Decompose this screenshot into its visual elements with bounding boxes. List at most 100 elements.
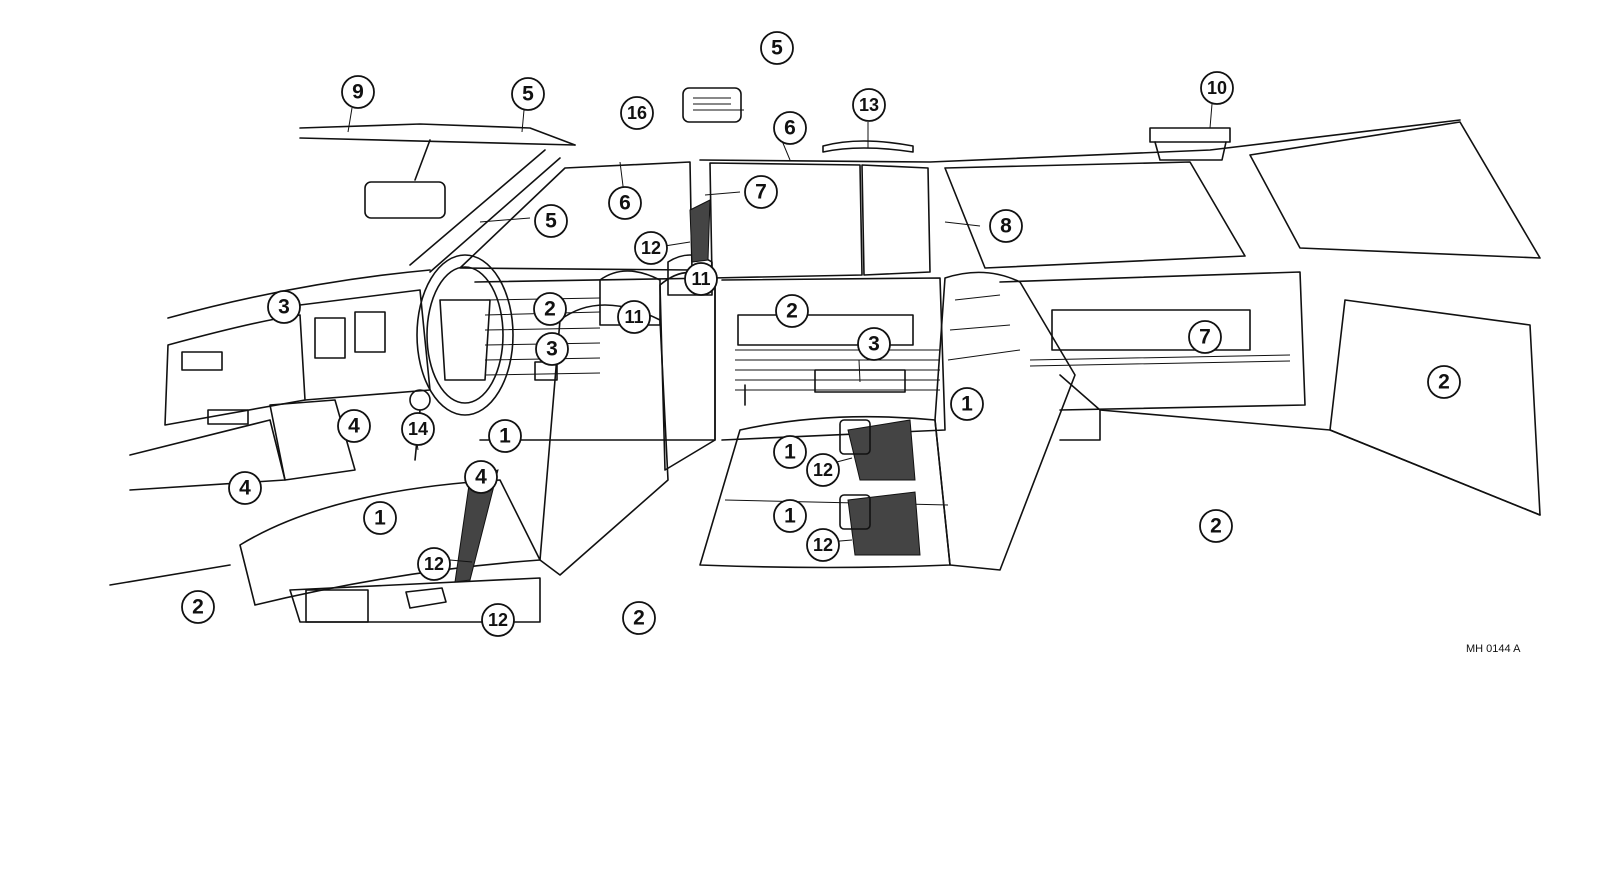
callout-label: 5 (771, 37, 783, 60)
callout-marker: 4 (337, 409, 371, 443)
callout-label: 7 (1199, 326, 1211, 349)
callout-marker: 6 (608, 186, 642, 220)
callout-marker: 12 (806, 528, 840, 562)
callout-marker: 10 (1200, 71, 1234, 105)
gear-knob (409, 389, 431, 411)
rear-belt-buckle-upper (839, 419, 871, 455)
figure-code: MH 0144 A (1466, 643, 1521, 655)
callout-label: 1 (961, 393, 973, 416)
callout-label: 14 (408, 419, 428, 439)
callout-marker: 1 (773, 435, 807, 469)
rear-belt-lower (847, 491, 921, 556)
callout-label: 2 (633, 607, 645, 630)
callout-label: 12 (813, 460, 833, 480)
callout-marker: 6 (773, 111, 807, 145)
callout-label: 13 (859, 95, 879, 115)
rear-door-trim (721, 277, 946, 441)
sun-visor (299, 123, 576, 146)
dash-top-edge (167, 269, 431, 319)
mirror-stem (414, 139, 431, 181)
callout-marker: 7 (744, 175, 778, 209)
callout-label: 5 (522, 83, 534, 106)
callout-marker: 9 (341, 75, 375, 109)
callout-marker: 11 (684, 262, 718, 296)
callout-label: 10 (1207, 78, 1227, 98)
callout-label: 2 (786, 300, 798, 323)
callout-marker: 12 (634, 231, 668, 265)
dome-lamp (682, 87, 742, 123)
dash-vent-left (181, 351, 223, 371)
callout-marker: 4 (464, 460, 498, 494)
leader-5-mid (479, 217, 531, 223)
dash-panel-left (164, 314, 306, 426)
rear-door-window (709, 162, 863, 279)
callout-marker: 1 (773, 499, 807, 533)
callout-marker: 4 (228, 471, 262, 505)
front-shoulder-belt (689, 199, 711, 263)
callout-marker: 3 (857, 327, 891, 361)
callout-label: 4 (348, 415, 360, 438)
callout-marker: 5 (511, 77, 545, 111)
callout-label: 12 (641, 238, 661, 258)
callout-marker: 1 (363, 501, 397, 535)
callout-markers: 5 9 5 16 13 10 6 7 6 5 8 12 11 11 2 3 2 … (181, 31, 1461, 637)
rear-side-trim-strip (1029, 354, 1291, 367)
callout-marker: 5 (534, 204, 568, 238)
rear-door-armrest-top (737, 314, 914, 346)
rear-view-mirror (364, 181, 446, 219)
callout-label: 8 (1000, 215, 1012, 238)
instrument-cluster (299, 289, 431, 401)
windshield-pillar-inner (429, 157, 561, 273)
rear-seat-back-seams (947, 294, 1021, 361)
roof-vent-base (1154, 141, 1227, 161)
callout-label: 12 (424, 554, 444, 574)
callout-label: 12 (488, 610, 508, 630)
floor-mat-left (305, 589, 369, 623)
rear-seat-cushion (699, 415, 951, 569)
windshield-pillar (409, 149, 546, 266)
driver-seat-cushion (239, 479, 541, 606)
callout-label: 6 (784, 117, 796, 140)
callout-marker: 11 (617, 300, 651, 334)
callout-marker: 8 (989, 209, 1023, 243)
callout-label: 16 (627, 103, 647, 123)
callout-label: 2 (1210, 515, 1222, 538)
callout-label: 11 (624, 307, 643, 327)
callout-marker: 13 (852, 88, 886, 122)
callout-label: 3 (868, 333, 880, 356)
callout-label: 3 (546, 338, 558, 361)
callout-label: 3 (278, 296, 290, 319)
leader-12-front (449, 559, 473, 563)
callout-label: 6 (619, 192, 631, 215)
tailgate-inner-panel (1329, 299, 1541, 516)
roof-front-edge (299, 137, 576, 146)
rear-side-trim (999, 271, 1306, 411)
callout-label: 1 (374, 507, 386, 530)
steering-hub (439, 299, 491, 381)
callout-marker: 7 (1188, 320, 1222, 354)
callout-label: 2 (192, 596, 204, 619)
centre-console (269, 399, 356, 481)
callout-marker: 12 (481, 603, 515, 637)
gauge-block-2 (354, 311, 386, 353)
callout-label: 12 (813, 535, 833, 555)
callout-marker: 2 (775, 294, 809, 328)
roof-side-edge (699, 119, 1461, 163)
roof-vent (1149, 127, 1231, 143)
leader-9 (347, 107, 353, 133)
rear-quarter-window (944, 161, 1246, 269)
rear-seat-back (934, 271, 1076, 571)
assist-grip (822, 140, 914, 153)
callout-marker: 2 (533, 292, 567, 326)
callout-label: 2 (544, 298, 556, 321)
leader-5-top (521, 109, 525, 133)
floor-clip (405, 587, 447, 609)
callout-label: 1 (784, 505, 796, 528)
callout-marker: 5 (760, 31, 794, 65)
cargo-floor-edge (1099, 409, 1541, 516)
callout-label: 5 (545, 210, 557, 233)
callout-marker: 12 (417, 547, 451, 581)
leader-8 (944, 221, 981, 227)
tailgate-window (1249, 121, 1541, 259)
